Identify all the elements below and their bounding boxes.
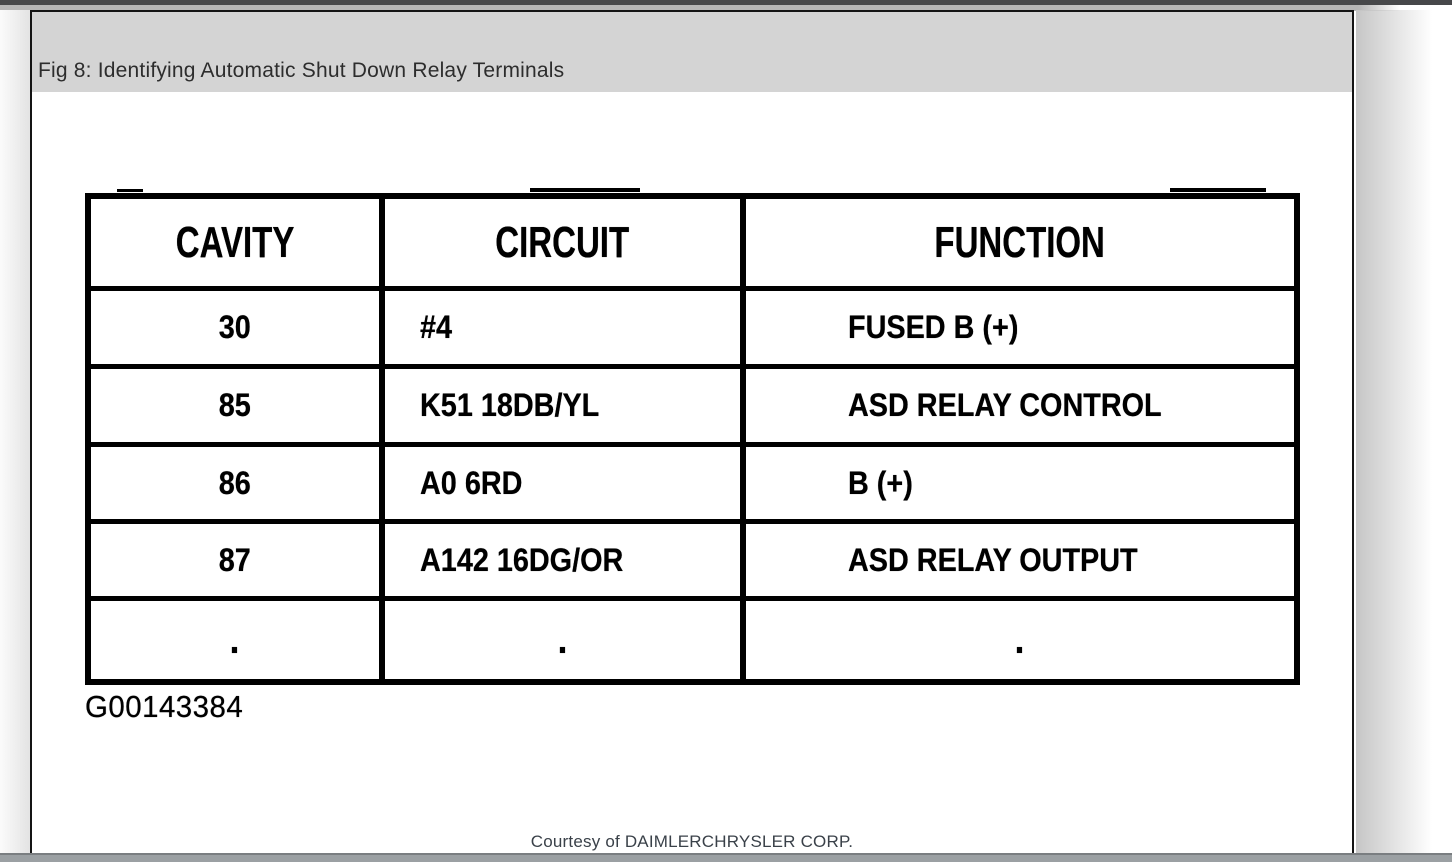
table-cell-cavity: 87 <box>91 524 385 601</box>
scan-artifact-dash <box>530 188 640 192</box>
figure-title: Fig 8: Identifying Automatic Shut Down R… <box>38 59 565 82</box>
scan-artifact-dash <box>1170 188 1266 192</box>
figure-id-label: G00143384 <box>85 689 244 724</box>
table-header-cavity: CAVITY <box>91 199 385 291</box>
figure-title-band: Fig 8: Identifying Automatic Shut Down R… <box>32 12 1352 92</box>
table-cell-empty: . <box>91 601 385 679</box>
table-cell-empty: . <box>385 601 746 679</box>
document-page: Fig 8: Identifying Automatic Shut Down R… <box>30 10 1354 855</box>
relay-terminal-table: CAVITY CIRCUIT FUNCTION 30 #4 FUSED B (+… <box>85 193 1300 685</box>
table-cell-empty: . <box>746 601 1294 679</box>
table-header-function: FUNCTION <box>746 199 1294 291</box>
window-top-strip <box>0 5 1400 11</box>
window-bottom-edge <box>0 853 1452 862</box>
page-right-shadow <box>1356 10 1436 853</box>
table-cell-cavity: 30 <box>91 291 385 369</box>
table-cell-function: FUSED B (+) <box>746 291 1294 369</box>
table-header-circuit: CIRCUIT <box>385 199 746 291</box>
table-cell-cavity: 85 <box>91 369 385 447</box>
table-cell-circuit: K51 18DB/YL <box>385 369 746 447</box>
table-cell-circuit: A0 6RD <box>385 447 746 524</box>
scan-artifact-dash <box>117 189 143 192</box>
table-cell-function: B (+) <box>746 447 1294 524</box>
table-cell-circuit: #4 <box>385 291 746 369</box>
table-cell-function: ASD RELAY OUTPUT <box>746 524 1294 601</box>
table-cell-circuit: A142 16DG/OR <box>385 524 746 601</box>
table-cell-cavity: 86 <box>91 447 385 524</box>
page-left-shadow <box>0 10 30 853</box>
window-top-edge <box>0 0 1452 5</box>
figure-content: CAVITY CIRCUIT FUNCTION 30 #4 FUSED B (+… <box>32 92 1352 855</box>
courtesy-line: Courtesy of DAIMLERCHRYSLER CORP. <box>530 832 854 851</box>
table-cell-function: ASD RELAY CONTROL <box>746 369 1294 447</box>
